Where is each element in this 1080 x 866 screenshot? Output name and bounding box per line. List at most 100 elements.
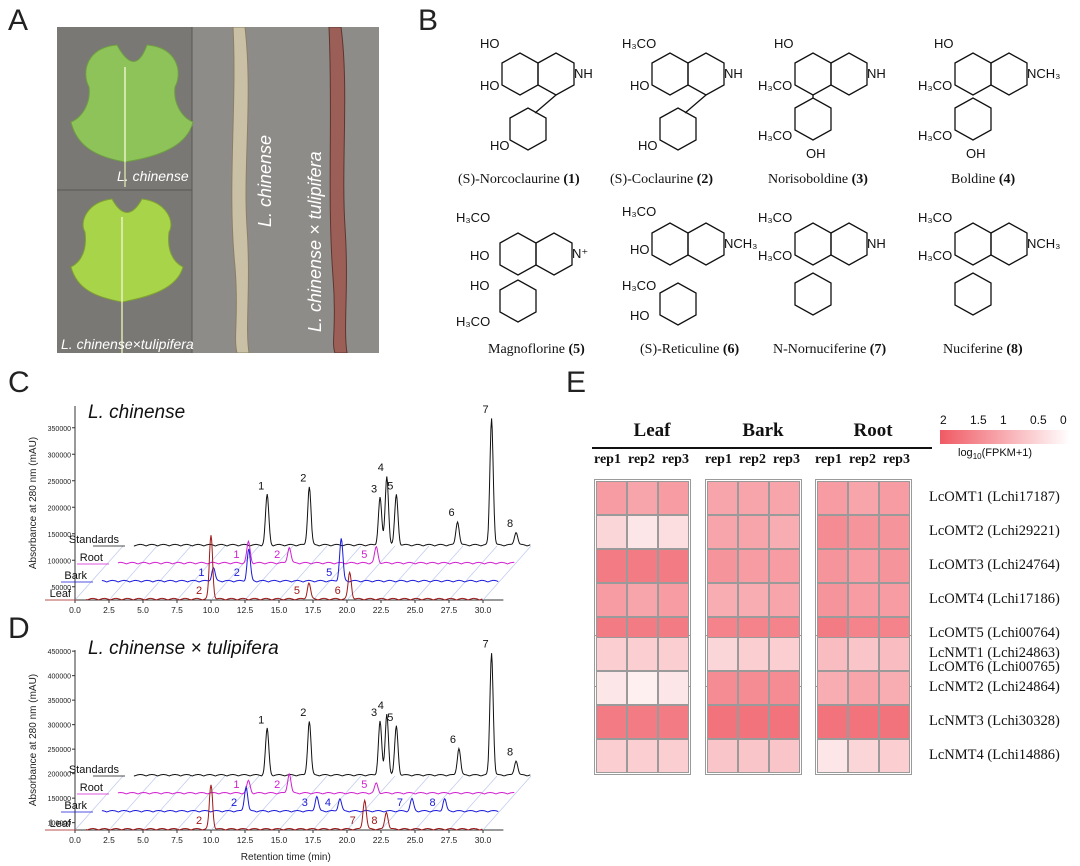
depth-guide xyxy=(210,775,260,831)
heatmap-cell xyxy=(627,515,658,549)
heatmap-cell xyxy=(707,671,738,705)
x-tick-label: 22.5 xyxy=(373,835,390,845)
svg-text:NCH₃: NCH₃ xyxy=(724,236,757,251)
compound-6-num: (6) xyxy=(722,342,740,357)
x-tick-label: 17.5 xyxy=(305,605,322,615)
compound-8-label: Nuciferine (8) xyxy=(943,342,1023,358)
compound-5-name: Magnoflorine xyxy=(488,342,565,357)
x-tick-label: 2.5 xyxy=(103,605,115,615)
heatmap-cell xyxy=(769,583,800,617)
svg-text:HO: HO xyxy=(490,138,510,153)
rep-label: rep3 xyxy=(773,452,800,467)
peak-label: 5 xyxy=(387,481,393,493)
depth-guide xyxy=(176,775,226,831)
heatmap-cell xyxy=(707,481,738,515)
heatmap-cell xyxy=(658,637,689,671)
heatmap-cell xyxy=(707,739,738,773)
gene-label: LcOMT5 (Lchi00764) xyxy=(929,625,1060,641)
x-tick-label: 22.5 xyxy=(373,605,390,615)
heatmap-cell xyxy=(738,671,769,705)
heatmap-cell xyxy=(769,637,800,671)
heatmap-cell xyxy=(817,515,848,549)
y-tick-label: 150000 xyxy=(48,532,71,539)
heatmap-cell xyxy=(596,481,627,515)
group-underline xyxy=(592,447,711,449)
peak-label: 2 xyxy=(196,815,202,827)
heatmap-cell xyxy=(707,651,738,685)
svg-text:OH: OH xyxy=(966,146,986,161)
heatmap-block-frame xyxy=(705,635,802,775)
heatmap-cell xyxy=(769,671,800,705)
heatmap-cell xyxy=(658,739,689,773)
peak-label: 8 xyxy=(371,815,377,827)
legend-tick-label: 1 xyxy=(1000,413,1007,427)
legend-title-tail: (FPKM+1) xyxy=(981,447,1033,459)
peak-label: 1 xyxy=(233,549,239,561)
svg-text:H₃CO: H₃CO xyxy=(918,210,952,225)
heatmap-cell xyxy=(769,549,800,583)
leaf1-caption: L. chinense xyxy=(117,168,189,184)
svg-text:NH: NH xyxy=(724,66,743,81)
svg-text:H₃CO: H₃CO xyxy=(758,210,792,225)
compound-6-label: (S)-Reticuline (6) xyxy=(640,342,739,358)
heatmap-cell xyxy=(627,481,658,515)
depth-guide xyxy=(482,545,532,601)
group-title: Root xyxy=(853,420,893,441)
series-name: Bark xyxy=(64,800,87,812)
heatmap-cell xyxy=(596,549,627,583)
peak-label: 5 xyxy=(361,779,367,791)
depth-guide xyxy=(278,545,328,601)
heatmap-cell xyxy=(658,671,689,705)
legend-tick-label: 1.5 xyxy=(970,413,987,427)
heatmap-cell xyxy=(738,651,769,685)
compound-4-num: (4) xyxy=(998,172,1016,187)
group-title: Leaf xyxy=(633,420,671,441)
series-line-standards xyxy=(133,418,531,547)
heatmap-cell xyxy=(848,705,879,739)
peak-label: 2 xyxy=(274,779,280,791)
x-tick-label: 10.0 xyxy=(203,605,220,615)
y-tick-label: 50000 xyxy=(52,585,72,592)
heatmap-cell xyxy=(738,617,769,651)
twig2-caption: L. chinense × tulipifera xyxy=(305,151,325,332)
rep-label: rep2 xyxy=(739,452,766,467)
rep-label: rep1 xyxy=(815,452,842,467)
heatmap-cell xyxy=(848,549,879,583)
heatmap-cell xyxy=(658,481,689,515)
svg-text:NH: NH xyxy=(574,66,593,81)
y-tick-label: 400000 xyxy=(48,674,71,681)
heatmap-cell xyxy=(738,637,769,671)
peak-label: 4 xyxy=(378,700,384,712)
heatmap-cell xyxy=(879,739,910,773)
heatmap-cell xyxy=(627,549,658,583)
heatmap-cell xyxy=(879,481,910,515)
heatmap-cell xyxy=(879,705,910,739)
svg-text:HO: HO xyxy=(630,242,650,257)
x-tick-label: 5.0 xyxy=(137,605,149,615)
compound-1-num: (1) xyxy=(563,172,580,187)
gene-label: LcOMT3 (Lchi24764) xyxy=(929,557,1060,573)
series-line-root xyxy=(117,772,515,795)
series-line-bark xyxy=(101,538,499,583)
heatmap-cell xyxy=(848,515,879,549)
series-line-root xyxy=(117,539,515,565)
panel-a-letter: A xyxy=(8,4,29,37)
heatmap-cell xyxy=(707,637,738,671)
svg-text:HO: HO xyxy=(480,36,500,51)
svg-text:HO: HO xyxy=(630,308,650,323)
heatmap-cell xyxy=(658,651,689,685)
group-title: Bark xyxy=(742,420,784,441)
legend-title-base: 10 xyxy=(972,452,982,462)
heatmap-block-frame xyxy=(815,635,912,775)
peak-label: 2 xyxy=(231,797,237,809)
heatmap-block-frame xyxy=(705,479,802,687)
svg-text:H₃CO: H₃CO xyxy=(758,128,792,143)
x-tick-label: 12.5 xyxy=(237,605,254,615)
heatmap-cell xyxy=(738,481,769,515)
heatmap-cell xyxy=(596,671,627,705)
svg-text:OH: OH xyxy=(806,146,826,161)
x-tick-label: 0.0 xyxy=(69,835,81,845)
heatmap-cell xyxy=(707,515,738,549)
